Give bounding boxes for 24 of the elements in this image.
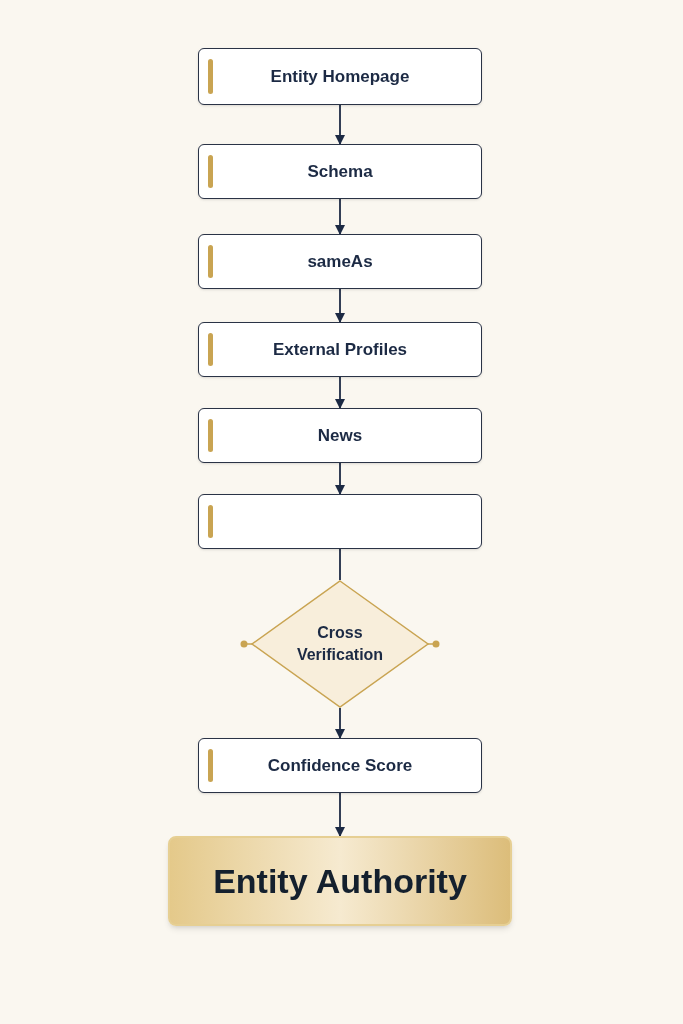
process-box	[198, 322, 482, 377]
step-label: Schema	[307, 160, 373, 183]
step-label: Entity Homepage	[270, 65, 410, 88]
arrow	[335, 198, 345, 235]
step-label: External Profiles	[272, 338, 408, 361]
arrow	[335, 792, 345, 837]
process-box	[198, 48, 482, 105]
process-box	[198, 494, 482, 549]
step-label: News	[317, 424, 363, 447]
result-label: Entity Authority	[213, 860, 467, 902]
arrow	[335, 288, 345, 323]
result-box	[168, 836, 512, 926]
decision-label: Cross Verification	[295, 623, 385, 665]
arrow	[335, 104, 345, 145]
arrow	[335, 707, 345, 739]
decision-diamond	[240, 580, 440, 708]
process-box	[198, 408, 482, 463]
step-label: sameAs	[307, 250, 373, 273]
process-box	[198, 234, 482, 289]
process-box	[198, 738, 482, 793]
step-label: Confidence Score	[267, 754, 413, 777]
arrow	[335, 376, 345, 409]
process-box	[198, 144, 482, 199]
arrow	[335, 462, 345, 495]
